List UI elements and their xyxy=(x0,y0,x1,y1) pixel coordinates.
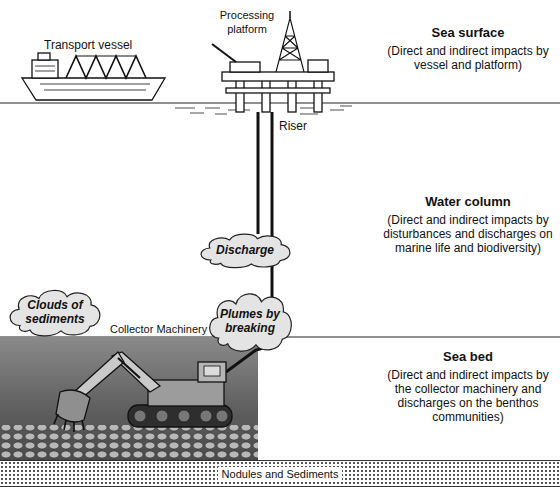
text-label: (Direct and indirect impacts by disturba… xyxy=(378,213,558,255)
band-label: Nodules and Sediments xyxy=(218,467,343,481)
region-heading: Water column xyxy=(378,195,558,209)
cloud-label: Plumes by breaking xyxy=(214,307,286,335)
text-label: (Direct and indirect impacts by the coll… xyxy=(378,368,558,424)
text-label: Processing platform xyxy=(212,8,282,36)
seabed-photo xyxy=(0,337,258,460)
plume-cloud: Plumes by breaking xyxy=(205,287,296,355)
transport-vessel xyxy=(22,53,165,100)
sea-surface xyxy=(0,103,560,114)
sediment-band: Nodules and Sediments xyxy=(0,460,560,487)
text-label: Riser xyxy=(279,119,329,133)
cloud-label: Clouds of sediments xyxy=(19,298,91,326)
plume-cloud: Clouds of sediments xyxy=(5,285,105,339)
region-heading: Sea bed xyxy=(378,350,558,364)
plume-cloud: Discharge xyxy=(196,230,295,270)
text-label: (Direct and indirect impacts by vessel a… xyxy=(378,44,558,72)
cloud-label: Discharge xyxy=(216,243,274,257)
region-heading: Sea surface xyxy=(378,26,558,40)
text-label: Collector Machinery xyxy=(110,322,240,336)
text-label: Transport vessel xyxy=(44,38,154,52)
collector-machinery xyxy=(54,352,232,432)
